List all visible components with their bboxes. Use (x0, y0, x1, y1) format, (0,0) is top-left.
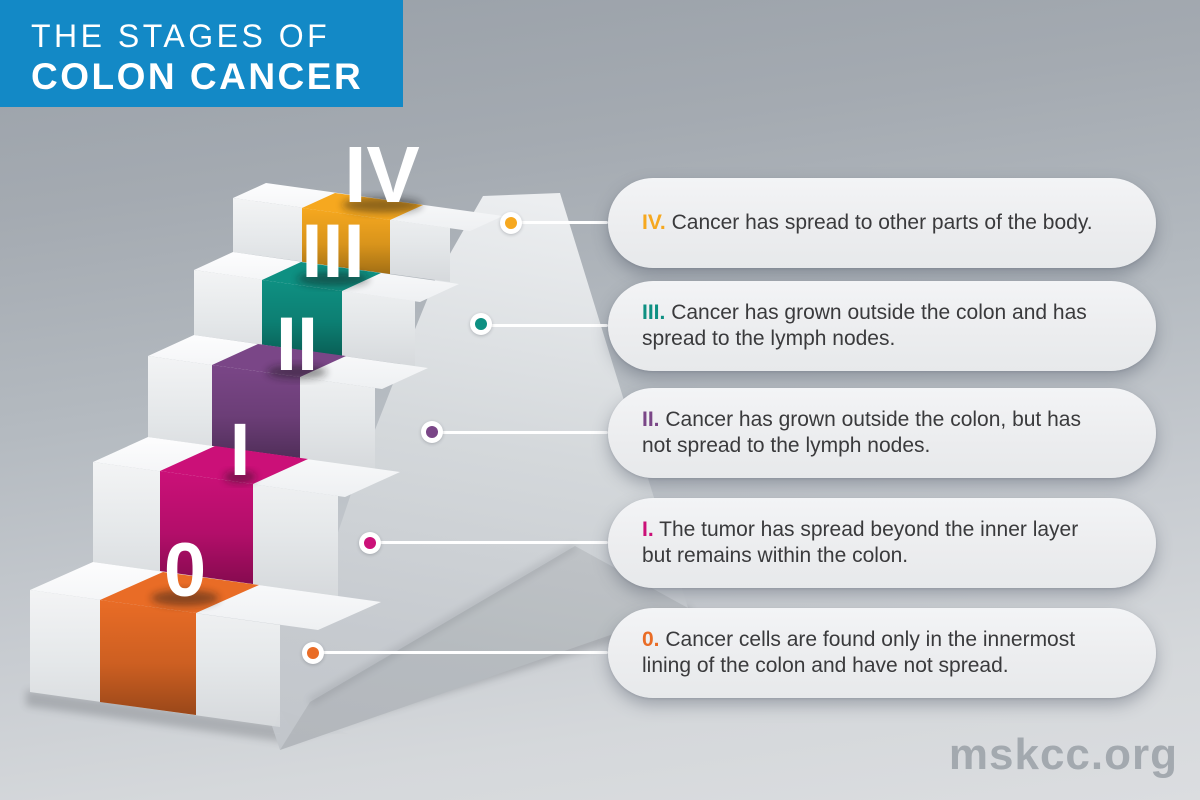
callout-stage-II-text: II. Cancer has grown outside the colon, … (642, 407, 1112, 459)
staircase-reflection (30, 710, 688, 800)
connector-line-IV (511, 221, 608, 224)
step-II-numeral: II (276, 302, 318, 387)
callout-stage-II-label: II. (642, 408, 660, 431)
title-line1: THE STAGES OF (31, 18, 331, 54)
stage-dot-0 (302, 642, 324, 664)
title-box: THE STAGES OF COLON CANCER (0, 0, 403, 107)
callout-stage-IV-label: IV. (642, 211, 666, 234)
numeral-IV-shadow (342, 197, 422, 213)
title-line2: COLON CANCER (31, 56, 364, 97)
stage-dot-III-core (475, 318, 487, 330)
step-I-numeral: I (230, 408, 251, 491)
stage-dot-I (359, 532, 381, 554)
connector-line-0 (313, 651, 608, 654)
stage-dot-II-core (426, 426, 438, 438)
step-I-stripe-top (160, 446, 308, 484)
callout-stage-III-description: Cancer has grown outside the colon and h… (642, 301, 1087, 350)
step-I-stripe-shade (160, 471, 253, 584)
stage-dot-III (470, 313, 492, 335)
callout-stage-IV-text: IV. Cancer has spread to other parts of … (642, 210, 1093, 236)
numeral-II-shadow (267, 365, 327, 379)
step-III-numeral: III (301, 209, 364, 294)
stage-dot-I-core (364, 537, 376, 549)
callout-stage-I-label: I. (642, 518, 654, 541)
callout-stage-0-description: Cancer cells are found only in the inner… (642, 628, 1076, 677)
callout-stage-II: II. Cancer has grown outside the colon, … (608, 388, 1156, 478)
callout-stage-III-label: III. (642, 301, 666, 324)
step-0-numeral: 0 (164, 528, 206, 613)
stage-dot-IV (500, 212, 522, 234)
numeral-III-shadow (297, 272, 369, 286)
step-IV-numeral: IV (344, 130, 420, 219)
step-III-stripe-shade (262, 280, 342, 356)
step-0-stripe-shade (100, 600, 196, 715)
stage-dot-IV-core (505, 217, 517, 229)
staircase-side-bulk (270, 193, 688, 750)
callout-stage-III: III. Cancer has grown outside the colon … (608, 281, 1156, 371)
numeral-0-shadow (151, 590, 219, 606)
callout-stage-IV-description: Cancer has spread to other parts of the … (671, 211, 1093, 234)
step-II-stripe-shade (212, 365, 300, 458)
stage-dot-0-core (307, 647, 319, 659)
watermark: mskcc.org (948, 730, 1178, 779)
callout-stage-I: I. The tumor has spread beyond the inner… (608, 498, 1156, 588)
connector-line-II (432, 431, 608, 434)
callout-stage-0: 0. Cancer cells are found only in the in… (608, 608, 1156, 698)
slab-shadow-crease (308, 543, 577, 705)
callout-stage-0-text: 0. Cancer cells are found only in the in… (642, 627, 1112, 679)
callout-stage-I-description: The tumor has spread beyond the inner la… (642, 518, 1079, 567)
connector-line-I (370, 541, 608, 544)
stage-dot-II (421, 421, 443, 443)
callout-stage-III-text: III. Cancer has grown outside the colon … (642, 300, 1112, 352)
step-IV-stripe-shade (302, 208, 390, 274)
step-I (93, 437, 400, 596)
slab-diagonal-shadow (280, 546, 688, 750)
numeral-I-shadow (224, 471, 256, 483)
callout-stage-I-text: I. The tumor has spread beyond the inner… (642, 517, 1112, 569)
connector-line-III (481, 324, 608, 327)
callout-stage-II-description: Cancer has grown outside the colon, but … (642, 408, 1081, 457)
callout-stage-0-label: 0. (642, 628, 660, 651)
callout-stage-IV: IV. Cancer has spread to other parts of … (608, 178, 1156, 268)
